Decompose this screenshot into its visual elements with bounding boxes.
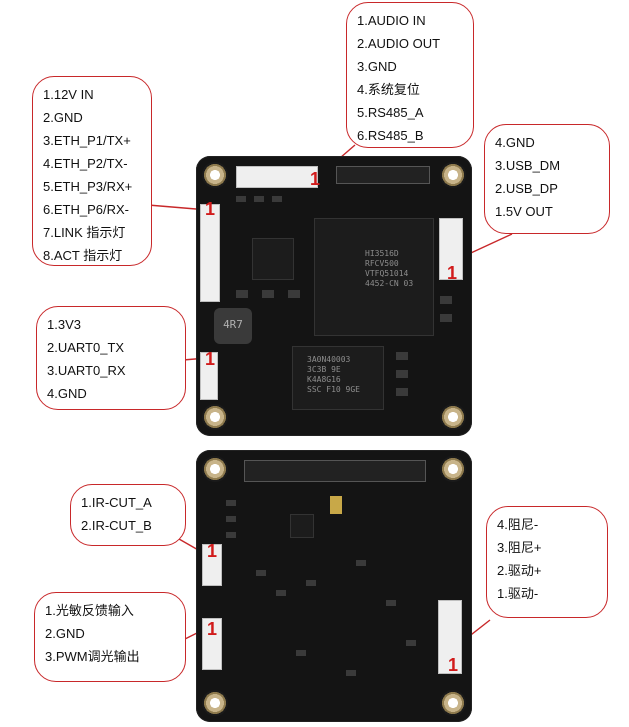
soc-marking: VTFQ51014 bbox=[365, 269, 409, 278]
pin-label: 1.5V OUT bbox=[495, 204, 553, 219]
callout-ircut: 1.IR-CUT_A 2.IR-CUT_B bbox=[70, 484, 186, 546]
pin-label: 1.驱动- bbox=[497, 586, 539, 601]
soc-marking: 4452-CN 03 bbox=[365, 279, 414, 288]
pin-label: 3.阻尼+ bbox=[497, 540, 542, 555]
pin-label: 7.LINK 指示灯 bbox=[43, 225, 126, 240]
top-board: 1 1 1 HI3516D RFCV500 VTFQ51014 4452-CN … bbox=[196, 156, 472, 436]
memory-marking: 3C3B 9E bbox=[307, 365, 341, 374]
pin-label: 3.GND bbox=[357, 59, 397, 74]
pin-label: 2.AUDIO OUT bbox=[357, 36, 441, 51]
pin-label: 1.IR-CUT_A bbox=[81, 495, 152, 510]
pin-label: 1.12V IN bbox=[43, 87, 94, 102]
callout-light-control: 1.光敏反馈输入 2.GND 3.PWM调光输出 bbox=[34, 592, 186, 682]
soc-chip: HI3516D RFCV500 VTFQ51014 4452-CN 03 bbox=[314, 218, 434, 336]
pin-label: 3.USB_DM bbox=[495, 158, 561, 173]
callout-uart: 1.3V3 2.UART0_TX 3.UART0_RX 4.GND bbox=[36, 306, 186, 410]
pin-label: 2.IR-CUT_B bbox=[81, 518, 152, 533]
mount-hole bbox=[440, 690, 466, 716]
pin1-marker: 1 bbox=[207, 541, 218, 561]
light-sensor-connector bbox=[202, 618, 222, 670]
mount-hole bbox=[202, 162, 228, 188]
callout-audio-rs485: 1.AUDIO IN 2.AUDIO OUT 3.GND 4.系统复位 5.RS… bbox=[346, 2, 474, 148]
pin-label: 1.3V3 bbox=[47, 317, 81, 332]
inductor: 4R7 bbox=[214, 308, 252, 344]
pin1-marker: 1 bbox=[205, 199, 216, 219]
soc-marking: RFCV500 bbox=[365, 259, 399, 268]
memory-marking: SSC F10 9GE bbox=[307, 385, 360, 394]
soc-marking: HI3516D bbox=[365, 249, 399, 258]
mount-hole bbox=[440, 162, 466, 188]
pin-label: 3.ETH_P1/TX+ bbox=[43, 133, 131, 148]
pin-label: 5.RS485_A bbox=[357, 105, 424, 120]
mount-hole bbox=[202, 690, 228, 716]
top-fpc-connector bbox=[336, 166, 430, 184]
pin1-marker: 1 bbox=[205, 349, 216, 369]
pin-label: 2.UART0_TX bbox=[47, 340, 125, 355]
mount-hole bbox=[440, 456, 466, 482]
pin-label: 2.USB_DP bbox=[495, 181, 558, 196]
pin-label: 4.阻尼- bbox=[497, 517, 539, 532]
pin1-marker: 1 bbox=[448, 655, 459, 675]
pin-label: 2.GND bbox=[43, 110, 83, 125]
inductor-marking: 4R7 bbox=[223, 318, 243, 331]
pin-label: 4.GND bbox=[495, 135, 535, 150]
pin-label: 2.GND bbox=[45, 626, 85, 641]
pin-label: 3.PWM调光输出 bbox=[45, 649, 140, 664]
sensor-fpc-connector bbox=[244, 460, 426, 482]
memory-marking: K4A8G16 bbox=[307, 375, 341, 384]
pin-label: 3.UART0_RX bbox=[47, 363, 126, 378]
pin-label: 5.ETH_P3/RX+ bbox=[43, 179, 133, 194]
ethernet-power-connector bbox=[200, 204, 220, 302]
mount-hole bbox=[440, 404, 466, 430]
callout-usb: 4.GND 3.USB_DM 2.USB_DP 1.5V OUT bbox=[484, 124, 610, 234]
memory-marking: 3A0N40003 bbox=[307, 355, 351, 364]
uart-connector bbox=[200, 352, 218, 400]
pin-label: 4.ETH_P2/TX- bbox=[43, 156, 128, 171]
pin-label: 4.系统复位 bbox=[357, 82, 420, 97]
bottom-board: 1 1 1 bbox=[196, 450, 472, 722]
memory-chip: 3A0N40003 3C3B 9E K4A8G16 SSC F10 9GE bbox=[292, 346, 384, 410]
callout-power-ethernet: 1.12V IN 2.GND 3.ETH_P1/TX+ 4.ETH_P2/TX-… bbox=[32, 76, 152, 266]
phy-chip bbox=[252, 238, 294, 280]
pin-label: 6.ETH_P6/RX- bbox=[43, 202, 129, 217]
pin1-marker: 1 bbox=[310, 169, 321, 189]
callout-lens-driver: 4.阻尼- 3.阻尼+ 2.驱动+ 1.驱动- bbox=[486, 506, 608, 618]
pin-label: 2.驱动+ bbox=[497, 563, 542, 578]
lens-driver-connector bbox=[438, 600, 462, 674]
pin1-marker: 1 bbox=[447, 263, 458, 283]
ircut-connector bbox=[202, 544, 222, 586]
pin-label: 4.GND bbox=[47, 386, 87, 401]
audio-rs485-connector bbox=[236, 166, 318, 188]
usb-connector bbox=[439, 218, 463, 280]
pin-label: 6.RS485_B bbox=[357, 128, 424, 143]
pin1-marker: 1 bbox=[207, 619, 218, 639]
mount-hole bbox=[202, 456, 228, 482]
pin-label: 8.ACT 指示灯 bbox=[43, 248, 123, 263]
pin-label: 1.光敏反馈输入 bbox=[45, 603, 134, 618]
pin-label: 1.AUDIO IN bbox=[357, 13, 426, 28]
mount-hole bbox=[202, 404, 228, 430]
